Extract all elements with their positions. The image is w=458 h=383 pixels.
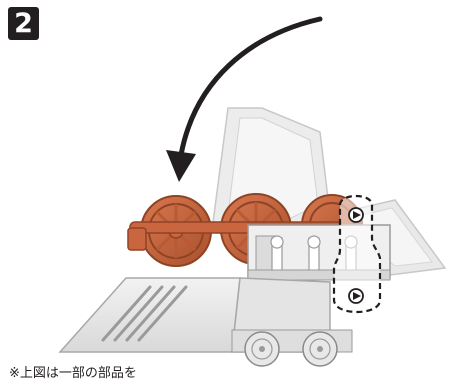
caption-note: ※上図は一部の部品を [9, 365, 137, 383]
pin-marker-lower [349, 289, 363, 303]
cylinder [128, 228, 146, 250]
bogie-wheels [232, 330, 352, 366]
pin-marker-upper [349, 208, 363, 222]
